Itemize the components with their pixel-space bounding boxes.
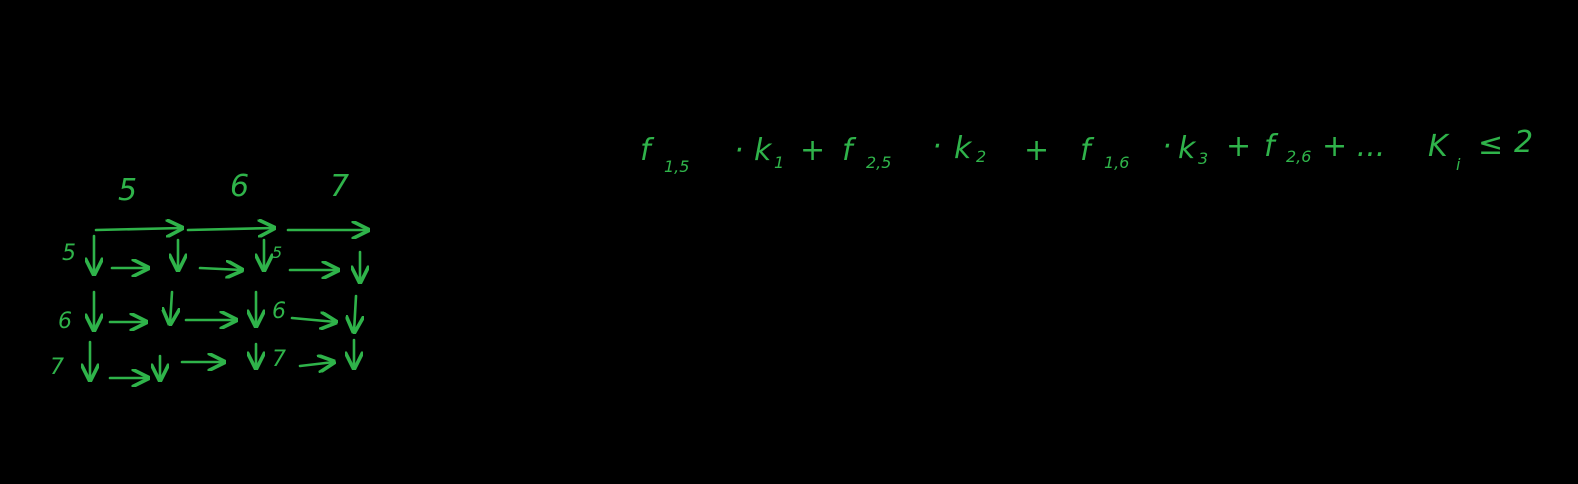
- plus-ellipsis: + ...: [1322, 129, 1385, 164]
- arrow: [198, 268, 242, 270]
- k-subscript: 2: [976, 147, 986, 166]
- arrow: [354, 294, 356, 332]
- relation-symbol: ≤: [1478, 127, 1503, 162]
- arrow: [170, 290, 172, 324]
- plus-operator: +: [1024, 133, 1049, 168]
- dot-operator: ·: [1162, 129, 1172, 164]
- arrow: [290, 318, 336, 322]
- k-symbol: K: [1428, 129, 1450, 164]
- k-subscript: 1: [774, 153, 784, 172]
- f-subscript: 1,5: [664, 157, 689, 176]
- k-subscript: 3: [1198, 149, 1208, 168]
- f-symbol: f: [1080, 133, 1095, 168]
- k-symbol: k: [1178, 131, 1197, 166]
- f-subscript: 2,6: [1286, 147, 1311, 166]
- dot-operator: ·: [932, 129, 942, 164]
- arrow: [186, 228, 274, 230]
- f-subscript: 1,6: [1104, 153, 1129, 172]
- formula: f 1,5 · k 1 + f 2,5 · k 2 + f 1,6 · k 3 …: [640, 125, 1533, 176]
- f-symbol: f: [842, 133, 857, 168]
- column-label: 6: [230, 169, 249, 204]
- arrow: [94, 228, 182, 230]
- row-label: 5: [62, 241, 76, 266]
- plus-operator: +: [800, 133, 825, 168]
- column-label: 5: [118, 173, 137, 208]
- f-subscript: 2,5: [866, 153, 891, 172]
- k-subscript: i: [1456, 155, 1461, 174]
- arrow: [298, 362, 334, 366]
- f-symbol: f: [640, 133, 655, 168]
- plus-operator: +: [1226, 129, 1251, 164]
- row-label: 7: [50, 355, 64, 380]
- k-symbol: k: [954, 131, 973, 166]
- grid-diagram: 5 6 7 5 6 7 5 6 7: [50, 169, 368, 380]
- inner-label: 6: [272, 299, 286, 324]
- f-symbol: f: [1264, 129, 1279, 164]
- dot-operator: ·: [734, 133, 744, 168]
- column-label: 7: [330, 169, 349, 204]
- row-label: 6: [58, 309, 72, 334]
- inner-label: 5: [272, 243, 282, 262]
- inner-label: 7: [272, 347, 286, 372]
- bound-value: 2: [1514, 125, 1533, 160]
- k-symbol: k: [754, 133, 773, 168]
